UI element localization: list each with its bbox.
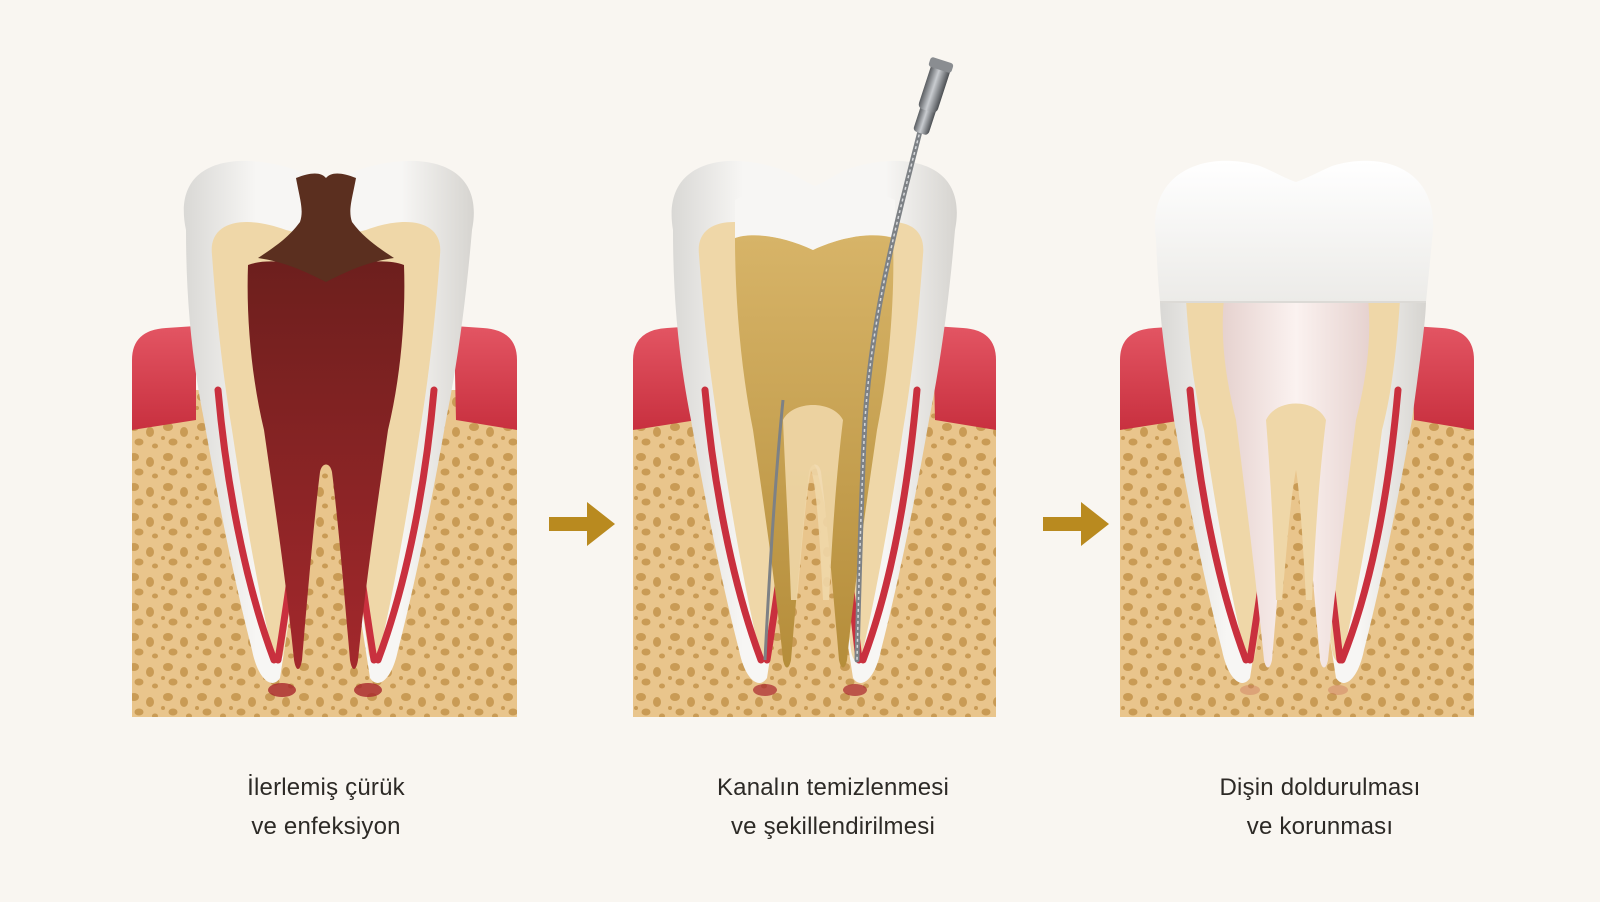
- caption-canal-cleaning: Kanalın temizlenmesi ve şekillendirilmes…: [633, 768, 1033, 846]
- root-membrane: [1186, 386, 1402, 664]
- root-membrane: [214, 386, 438, 664]
- stage-infected-tooth: [126, 0, 526, 740]
- stage-filled-tooth: [1120, 0, 1520, 740]
- root-membrane: [701, 386, 921, 664]
- apex-infection-right: [354, 683, 382, 697]
- caption-line-1: İlerlemiş çürük: [247, 774, 405, 801]
- caption-line-1: Dişin doldurulması: [1219, 774, 1421, 801]
- canal-filling: [1222, 293, 1370, 668]
- apex-left: [753, 684, 777, 696]
- caption-line-2: ve korunması: [1246, 813, 1394, 840]
- caption-line-2: ve enfeksiyon: [251, 813, 401, 840]
- arrow-right-icon: [549, 502, 615, 546]
- caption-infected-tooth: İlerlemiş çürük ve enfeksiyon: [126, 768, 526, 846]
- gum-tissue: [132, 326, 196, 430]
- apex-right: [843, 684, 867, 696]
- infected-tooth-illustration: [132, 160, 517, 717]
- apex-infection-left: [268, 683, 296, 697]
- canal-cleaning-illustration: [633, 57, 996, 717]
- arrow-right-icon: [1043, 502, 1109, 546]
- caption-line-1: Kanalın temizlenmesi: [716, 774, 950, 801]
- endodontic-file-icon: [854, 57, 954, 663]
- stage-canal-cleaning: [633, 0, 1033, 740]
- crown-restoration: [1154, 160, 1434, 302]
- filled-tooth-illustration: [1120, 160, 1474, 717]
- infected-pulp: [247, 261, 405, 669]
- decay-cavity: [258, 173, 394, 282]
- caption-line-2: ve şekillendirilmesi: [730, 813, 936, 840]
- caption-filled-tooth: Dişin doldurulması ve korunması: [1120, 768, 1520, 846]
